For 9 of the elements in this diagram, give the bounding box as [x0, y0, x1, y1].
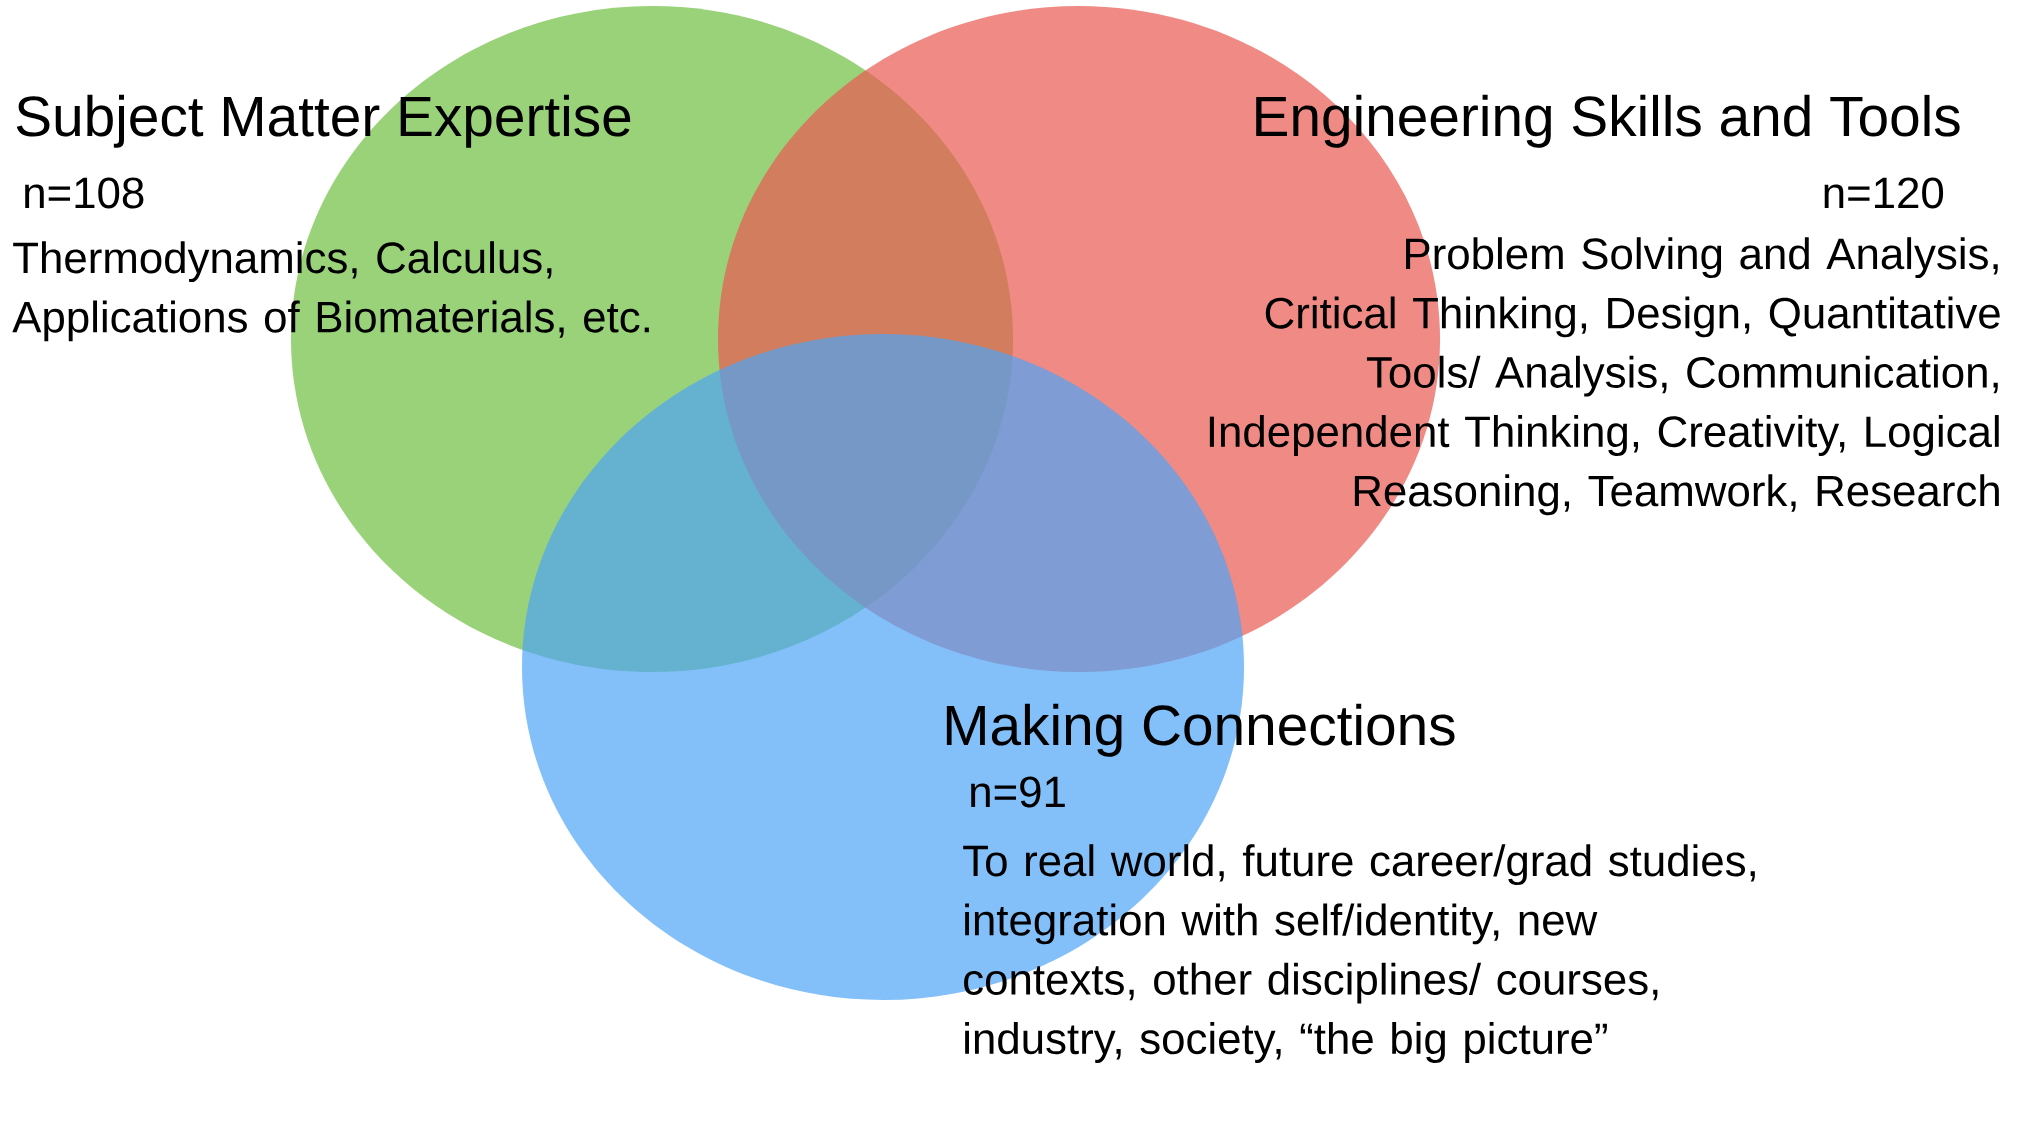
set-title: Subject Matter Expertise [16, 94, 631, 148]
count-label: n=108 [25, 177, 144, 209]
set-title: Engineering Skills and Tools [1256, 94, 1960, 148]
set-description: To real world, future career/grad studies, integration with self/identity, new contexts, other disciplines/ courses, industry, society, “the big picture” [963, 844, 1755, 1063]
set-description: Thermodynamics, Calculus, Applications of Biomaterials, etc. [12, 241, 649, 342]
count-label: n=120 [1824, 177, 1944, 209]
set-title: Making Connections [946, 703, 1455, 757]
set-description: Problem Solving and Analysis, Critical Thinking, Design, Quantitative Tools/ Analysis, Communication, Independent Thinking, Creativity, Logical Reasoning, Teamwork, Research [1209, 237, 2000, 516]
count-label: n=91 [971, 776, 1065, 808]
